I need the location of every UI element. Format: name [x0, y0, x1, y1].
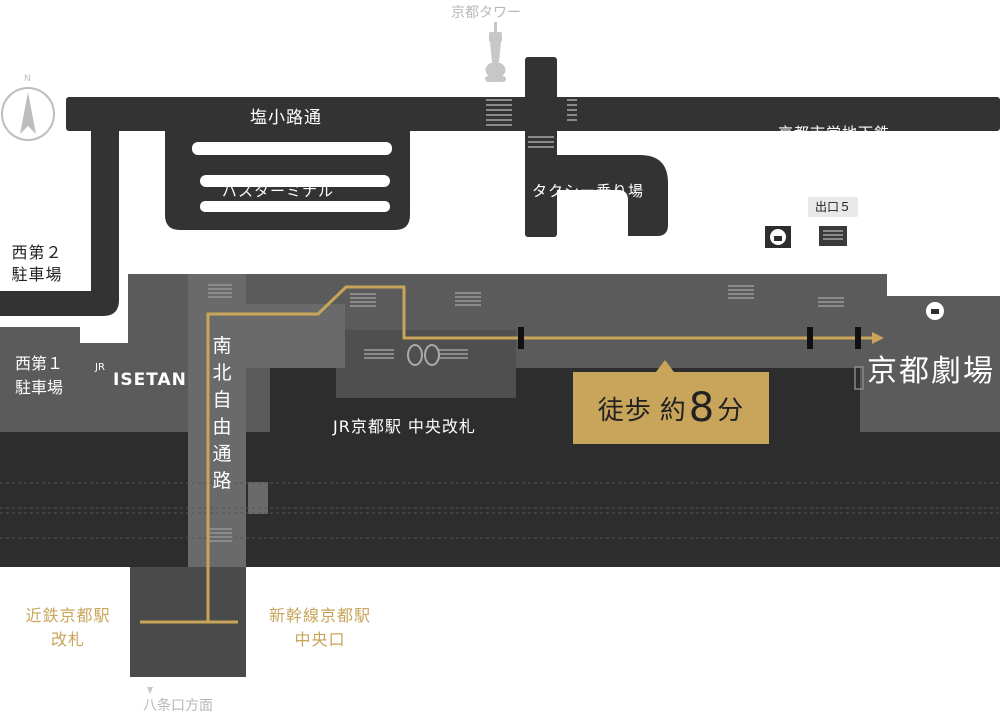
nanboku-char: 自	[212, 389, 232, 411]
west1-line2: 駐車場	[14, 378, 63, 397]
hachijo-direction-label: 八条口方面	[143, 698, 213, 714]
nanboku-char: 路	[212, 470, 232, 492]
subway-label-line3: 中央１改札口	[785, 170, 882, 188]
walk-approx: 約	[659, 395, 687, 426]
nanboku-passage-label: 南 北 自 由 通 路	[210, 333, 234, 495]
kintetsu-line2: 改札	[50, 630, 85, 649]
route-arrow-icon	[872, 332, 884, 344]
nanboku-char: 由	[212, 416, 232, 438]
walk-minutes: 8	[688, 385, 716, 431]
toilet-icon	[926, 302, 944, 320]
taxi-stand-label: タクシー乗り場	[532, 182, 645, 200]
exit5-stairs	[819, 226, 847, 246]
isetan-logo: ISETAN	[113, 370, 187, 390]
walk-time-box: 徒歩 約 8 分	[573, 372, 769, 444]
exit5-tag: 出口５	[808, 197, 858, 217]
railway-tracks	[0, 482, 1000, 539]
jr-central-gate-label: JR京都駅 中央改札	[333, 417, 476, 436]
stairs	[208, 284, 844, 542]
shiokoji-street-label: 塩小路通	[250, 108, 322, 128]
compass-icon	[1, 87, 55, 141]
west2-line1: 西第２	[11, 243, 63, 262]
route-gate-markers	[518, 327, 861, 349]
west-parking-1-label: 西第１ 駐車場	[0, 352, 78, 400]
theater-door	[854, 366, 864, 390]
west1-line1: 西第１	[14, 354, 63, 373]
walk-pointer	[656, 360, 674, 372]
shinkansen-line1: 新幹線京都駅	[268, 606, 371, 625]
west-parking-2-label: 西第２ 駐車場	[2, 240, 72, 288]
kyoto-theater-label: 京都劇場	[867, 354, 995, 389]
shinkansen-line2: 中央口	[294, 630, 346, 649]
ticket-gate	[407, 344, 440, 366]
walk-unit: 分	[717, 395, 745, 426]
kyoto-tower-label: 京都タワー	[451, 5, 521, 21]
hachijo-arrow-icon	[147, 687, 153, 694]
nanboku-char: 南	[212, 335, 232, 357]
north-label: N	[24, 74, 31, 84]
isetan-jr-label: JR	[95, 362, 105, 373]
nanboku-char: 通	[212, 443, 232, 465]
subway-label-line1: 京都市営地下鉄	[777, 124, 890, 142]
crosswalks	[486, 99, 577, 148]
nanboku-char: 北	[212, 362, 232, 384]
toilet-icon	[765, 226, 791, 248]
kyoto-tower-icon	[485, 22, 506, 82]
kintetsu-gate-label: 近鉄京都駅 改札	[12, 604, 124, 652]
subway-label: 京都市営地下鉄 烏丸線 京都駅 中央１改札口	[764, 122, 904, 191]
shinkansen-gate-label: 新幹線京都駅 中央口	[254, 604, 386, 652]
kintetsu-line1: 近鉄京都駅	[25, 606, 111, 625]
station-building	[0, 274, 1000, 677]
west2-line2: 駐車場	[11, 265, 63, 284]
walking-route	[140, 285, 872, 624]
bus-terminal-label: バスターミナル	[222, 182, 335, 200]
subway-label-line2: 烏丸線 京都駅	[783, 147, 885, 165]
bus-islands	[192, 142, 392, 212]
walk-prefix: 徒歩	[597, 395, 652, 426]
